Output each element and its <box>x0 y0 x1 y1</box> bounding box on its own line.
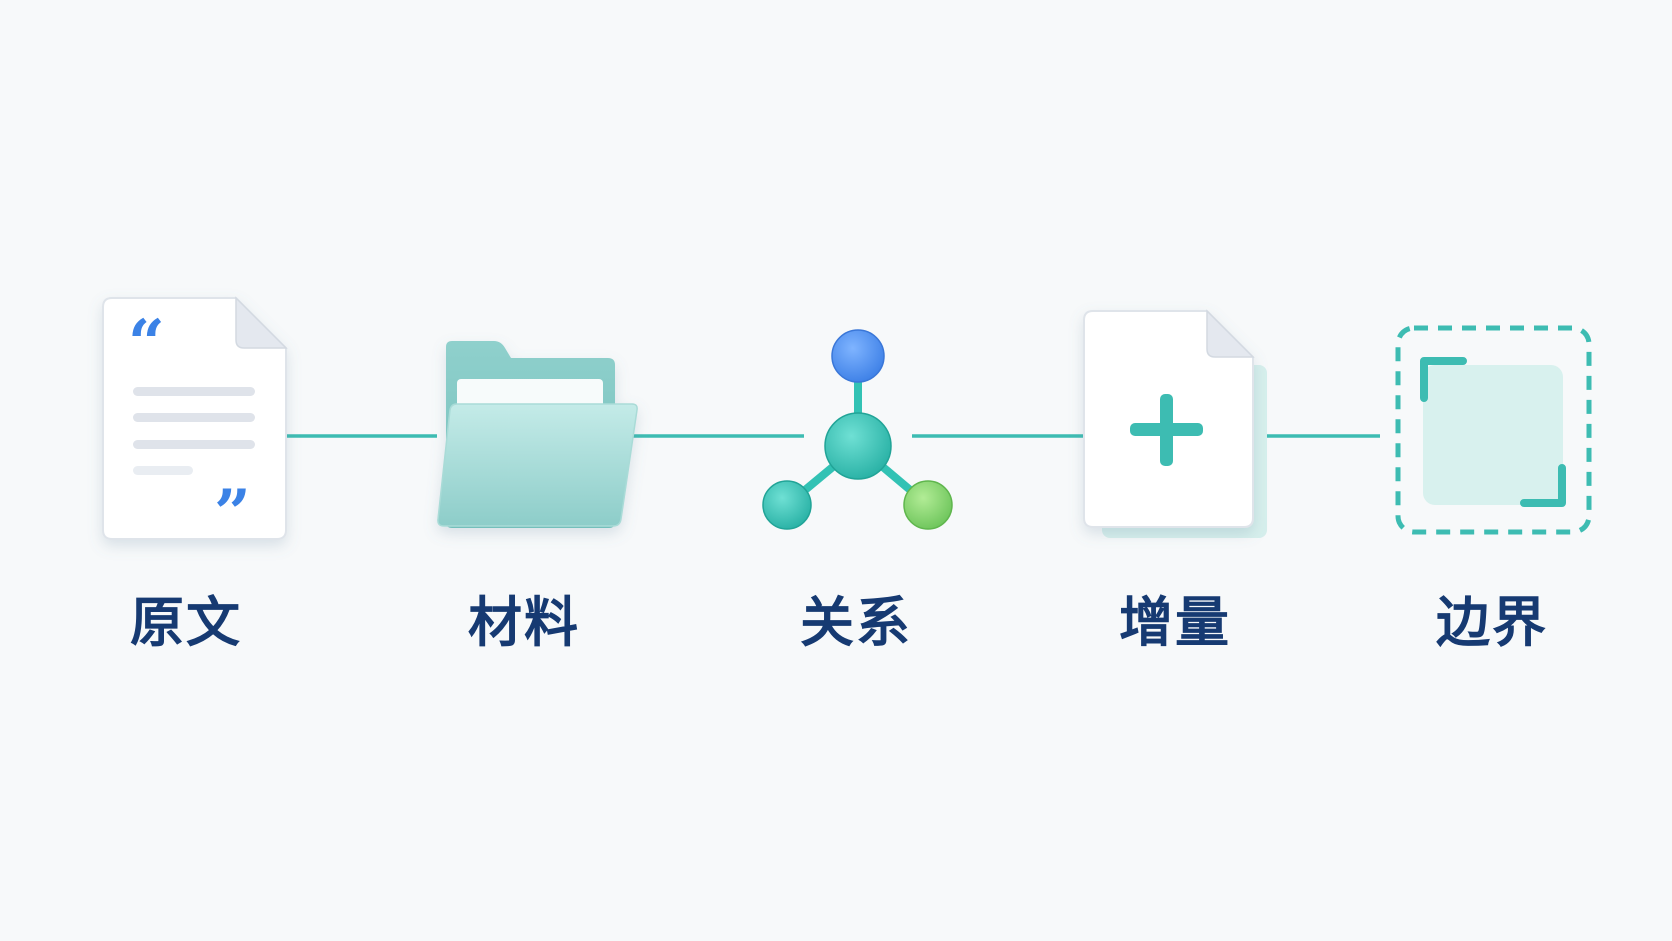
step-label-yuanwen: 原文 <box>130 591 242 654</box>
step-label-bianjie: 边界 <box>1436 591 1548 654</box>
step-label-guanxi: 关系 <box>800 591 912 654</box>
quote-document-icon: “ ” <box>102 296 288 551</box>
dashed-boundary-icon <box>1395 325 1592 535</box>
folder-icon <box>437 341 638 528</box>
add-document-icon <box>1083 309 1267 538</box>
svg-text:“: “ <box>128 306 165 381</box>
step-label-cailiao: 材料 <box>468 591 580 654</box>
svg-text:”: ” <box>214 476 251 551</box>
network-nodes-icon <box>762 329 953 530</box>
step-label-zengliang: 增量 <box>1119 591 1231 654</box>
